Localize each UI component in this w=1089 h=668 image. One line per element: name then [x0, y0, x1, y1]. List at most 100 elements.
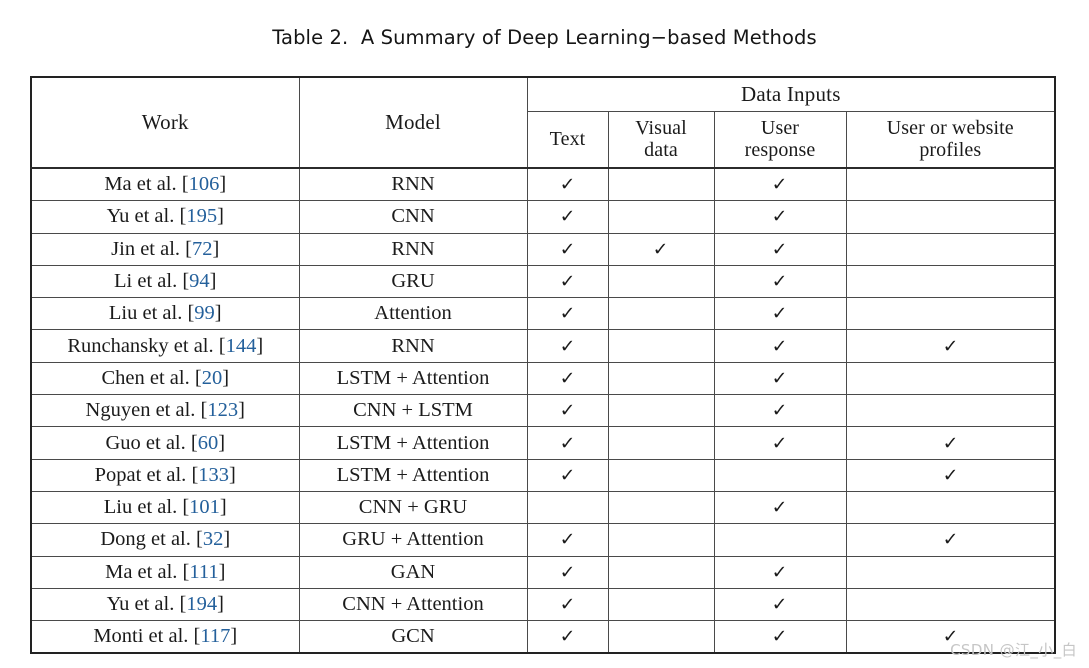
cell-model: CNN + GRU: [298, 490, 528, 525]
table-row: Yu et al. [195]CNN✓✓: [30, 200, 1056, 234]
cell-text: ✓: [526, 361, 609, 396]
cell-user-website-profiles: [845, 200, 1056, 234]
cell-visual-data: [607, 264, 715, 299]
table-row: Yu et al. [194]CNN + Attention✓✓: [30, 587, 1056, 622]
citation-link[interactable]: 123: [207, 399, 239, 422]
checkmark-icon: ✓: [942, 626, 959, 648]
cell-user-response: ✓: [713, 232, 847, 266]
cell-visual-data: [607, 200, 715, 234]
citation-link[interactable]: 117: [200, 625, 231, 648]
bracket-close: ]: [219, 496, 227, 519]
bracket-close: ]: [230, 625, 238, 648]
cell-user-website-profiles: [845, 587, 1056, 622]
citation-link[interactable]: 106: [188, 173, 220, 196]
checkmark-icon: ✓: [559, 206, 576, 228]
bracket-close: ]: [212, 237, 220, 260]
cell-model: CNN + Attention: [298, 587, 528, 622]
bracket-open: [: [187, 302, 195, 325]
checkmark-icon: ✓: [772, 335, 788, 357]
cell-text: ✓: [526, 200, 609, 234]
column-header-model: Model: [298, 76, 528, 169]
column-header-text-label: Text: [549, 127, 586, 150]
table-row: Nguyen et al. [123]CNN + LSTM✓✓: [30, 394, 1056, 428]
work-author: Yu et al.: [106, 593, 180, 615]
cell-user-response: ✓: [713, 361, 847, 396]
citation-link[interactable]: 111: [189, 560, 219, 583]
bracket-close: ]: [218, 560, 226, 583]
cell-visual-data: [607, 523, 715, 557]
checkmark-icon: ✓: [772, 626, 788, 648]
cell-text: ✓: [526, 523, 609, 557]
checkmark-icon: ✓: [559, 561, 576, 583]
checkmark-icon: ✓: [772, 561, 788, 583]
checkmark-icon: ✓: [653, 238, 669, 260]
cell-user-website-profiles: [845, 297, 1056, 331]
citation-link[interactable]: 133: [198, 463, 230, 486]
bracket-close: ]: [223, 528, 231, 551]
checkmark-icon: ✓: [559, 271, 576, 293]
work-author: Liu et al.: [108, 302, 188, 325]
cell-work: Nguyen et al. [123]: [30, 394, 300, 428]
checkmark-icon: ✓: [772, 174, 788, 196]
citation-link[interactable]: 99: [194, 302, 215, 325]
checkmark-icon: ✓: [772, 497, 788, 519]
bracket-open: [: [185, 237, 192, 260]
citation-link[interactable]: 72: [192, 237, 213, 260]
checkmark-icon: ✓: [559, 238, 576, 260]
table-row: Dong et al. [32]GRU + Attention✓✓: [30, 523, 1056, 557]
cell-text: ✓: [526, 297, 609, 331]
cell-work: Monti et al. [117]: [30, 620, 300, 655]
checkmark-icon: ✓: [772, 238, 788, 260]
checkmark-icon: ✓: [559, 529, 576, 551]
citation-link[interactable]: 60: [197, 431, 219, 454]
cell-work: Yu et al. [195]: [30, 200, 300, 234]
cell-work: Jin et al. [72]: [30, 232, 300, 266]
cell-model: GCN: [298, 620, 528, 655]
checkmark-icon: ✓: [559, 432, 576, 454]
work-author: Runchansky et al.: [67, 334, 219, 357]
cell-user-response: ✓: [713, 587, 847, 622]
bracket-close: ]: [222, 366, 230, 389]
cell-work: Ma et al. [106]: [30, 167, 300, 202]
bracket-open: [: [190, 431, 198, 454]
citation-link[interactable]: 195: [186, 205, 218, 228]
cell-work: Li et al. [94]: [30, 264, 300, 299]
bracket-close: ]: [217, 593, 224, 615]
table-row: Popat et al. [133]LSTM + Attention✓✓: [30, 458, 1056, 492]
cell-text: ✓: [526, 620, 609, 655]
cell-visual-data: [607, 587, 715, 622]
citation-link[interactable]: 94: [189, 270, 210, 293]
cell-user-response: ✓: [713, 329, 847, 363]
bracket-open: [: [182, 496, 190, 519]
cell-user-website-profiles: ✓: [845, 458, 1056, 492]
citation-link[interactable]: 144: [225, 334, 257, 357]
bracket-open: [: [179, 593, 187, 615]
citation-link[interactable]: 32: [202, 528, 224, 551]
cell-user-website-profiles: ✓: [845, 523, 1056, 557]
table-row: Runchansky et al. [144]RNN✓✓✓: [30, 329, 1056, 363]
cell-model: RNN: [298, 329, 528, 363]
work-author: Dong et al.: [100, 528, 196, 551]
cell-visual-data: [607, 167, 715, 202]
work-author: Monti et al.: [93, 625, 194, 648]
cell-text: ✓: [526, 232, 609, 266]
cell-user-response: ✓: [713, 620, 847, 655]
cell-work: Popat et al. [133]: [30, 458, 300, 492]
cell-user-response: ✓: [713, 264, 847, 299]
work-author: Liu et al.: [103, 496, 183, 519]
bracket-open: [: [182, 270, 190, 293]
checkmark-icon: ✓: [942, 432, 959, 454]
checkmark-icon: ✓: [559, 174, 576, 196]
bracket-close: ]: [256, 334, 264, 357]
checkmark-icon: ✓: [559, 464, 576, 486]
citation-link[interactable]: 20: [201, 366, 223, 389]
checkmark-icon: ✓: [942, 335, 959, 357]
cell-visual-data: [607, 458, 715, 492]
citation-link[interactable]: 194: [186, 593, 218, 615]
citation-link[interactable]: 101: [189, 496, 220, 519]
